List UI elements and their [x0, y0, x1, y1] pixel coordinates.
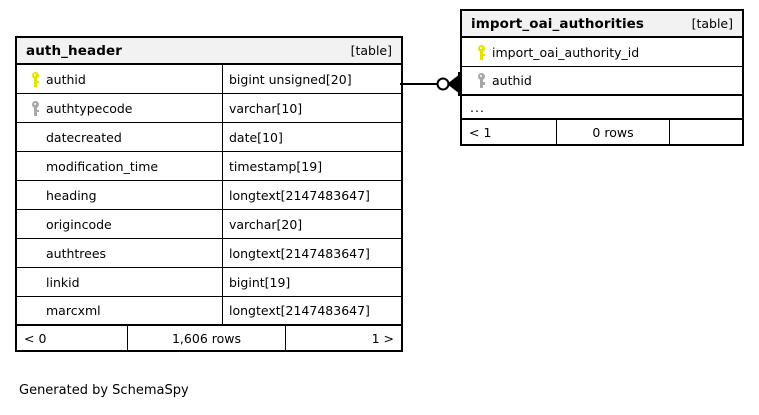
table-row[interactable]: import_oai_authority_id: [462, 38, 742, 67]
column-name: linkid: [46, 274, 80, 290]
column-type: varchar[20]: [229, 216, 303, 232]
relationship-connector-authid: [400, 68, 464, 102]
row-count: 1,606 rows: [128, 326, 286, 350]
table-row[interactable]: datecreated date[10]: [17, 123, 401, 152]
table-row[interactable]: authid: [462, 67, 742, 96]
column-name-cell: authid: [462, 67, 742, 94]
column-type: date[10]: [229, 129, 283, 145]
column-type: bigint unsigned[20]: [229, 71, 352, 87]
table-auth-header[interactable]: auth_header [table] authid bigint unsign…: [15, 36, 403, 352]
index-key-icon: [470, 73, 492, 88]
column-name: authtrees: [46, 245, 107, 261]
table-footer-pager: < 0 1,606 rows 1 >: [17, 326, 401, 350]
column-type: bigint[19]: [229, 274, 291, 290]
column-name-cell: linkid: [17, 268, 223, 296]
column-name-cell: marcxml: [17, 297, 223, 324]
table-row[interactable]: authtypecode varchar[10]: [17, 94, 401, 123]
more-columns-ellipsis: ...: [462, 96, 742, 120]
primary-key-icon: [24, 71, 46, 87]
column-name: modification_time: [46, 158, 159, 174]
relationship-line: [400, 72, 460, 96]
column-name-cell: modification_time: [17, 152, 223, 180]
pager-next[interactable]: [670, 120, 742, 144]
table-kind-label: [table]: [350, 43, 392, 58]
column-type: longtext[2147483647]: [229, 245, 370, 261]
column-type: longtext[2147483647]: [229, 303, 370, 318]
table-title: import_oai_authorities: [471, 15, 645, 32]
table-row[interactable]: origincode varchar[20]: [17, 210, 401, 239]
pager-prev[interactable]: < 1: [462, 120, 557, 144]
table-row[interactable]: authtrees longtext[2147483647]: [17, 239, 401, 268]
table-kind-label: [table]: [691, 16, 733, 31]
cardinality-zero-or-one-marker: [436, 77, 450, 91]
table-title: auth_header: [26, 42, 122, 59]
column-type: longtext[2147483647]: [229, 187, 370, 203]
table-header-import-oai-authorities: import_oai_authorities [table]: [462, 11, 742, 38]
row-count: 0 rows: [557, 120, 670, 144]
column-name: authid: [492, 73, 532, 88]
primary-key-icon: [470, 44, 492, 60]
pager-prev[interactable]: < 0: [17, 326, 128, 350]
column-name-cell: heading: [17, 181, 223, 209]
column-name-cell: datecreated: [17, 123, 223, 151]
column-name: authid: [46, 71, 86, 87]
table-header-auth-header: auth_header [table]: [17, 38, 401, 65]
column-name-cell: authtypecode: [17, 94, 223, 122]
column-name: marcxml: [46, 303, 101, 318]
column-name-cell: import_oai_authority_id: [462, 38, 742, 66]
column-name-cell: origincode: [17, 210, 223, 238]
column-type: timestamp[19]: [229, 158, 323, 174]
table-row[interactable]: modification_time timestamp[19]: [17, 152, 401, 181]
table-footer-pager: < 1 0 rows: [462, 120, 742, 144]
column-type: varchar[10]: [229, 100, 303, 116]
table-row[interactable]: marcxml longtext[2147483647]: [17, 297, 401, 326]
cardinality-many-marker: [447, 74, 460, 94]
generated-by-caption: Generated by SchemaSpy: [19, 383, 189, 398]
column-name: datecreated: [46, 129, 122, 145]
index-key-icon: [24, 100, 46, 116]
column-name: authtypecode: [46, 100, 133, 116]
table-row[interactable]: authid bigint unsigned[20]: [17, 65, 401, 94]
column-name-cell: authid: [17, 65, 223, 93]
table-row[interactable]: heading longtext[2147483647]: [17, 181, 401, 210]
table-import-oai-authorities[interactable]: import_oai_authorities [table] import_oa…: [460, 9, 744, 146]
column-name: heading: [46, 187, 97, 203]
table-row[interactable]: linkid bigint[19]: [17, 268, 401, 297]
pager-next[interactable]: 1 >: [371, 330, 394, 346]
column-name-cell: authtrees: [17, 239, 223, 267]
column-name: origincode: [46, 216, 112, 232]
column-name: import_oai_authority_id: [492, 44, 640, 60]
